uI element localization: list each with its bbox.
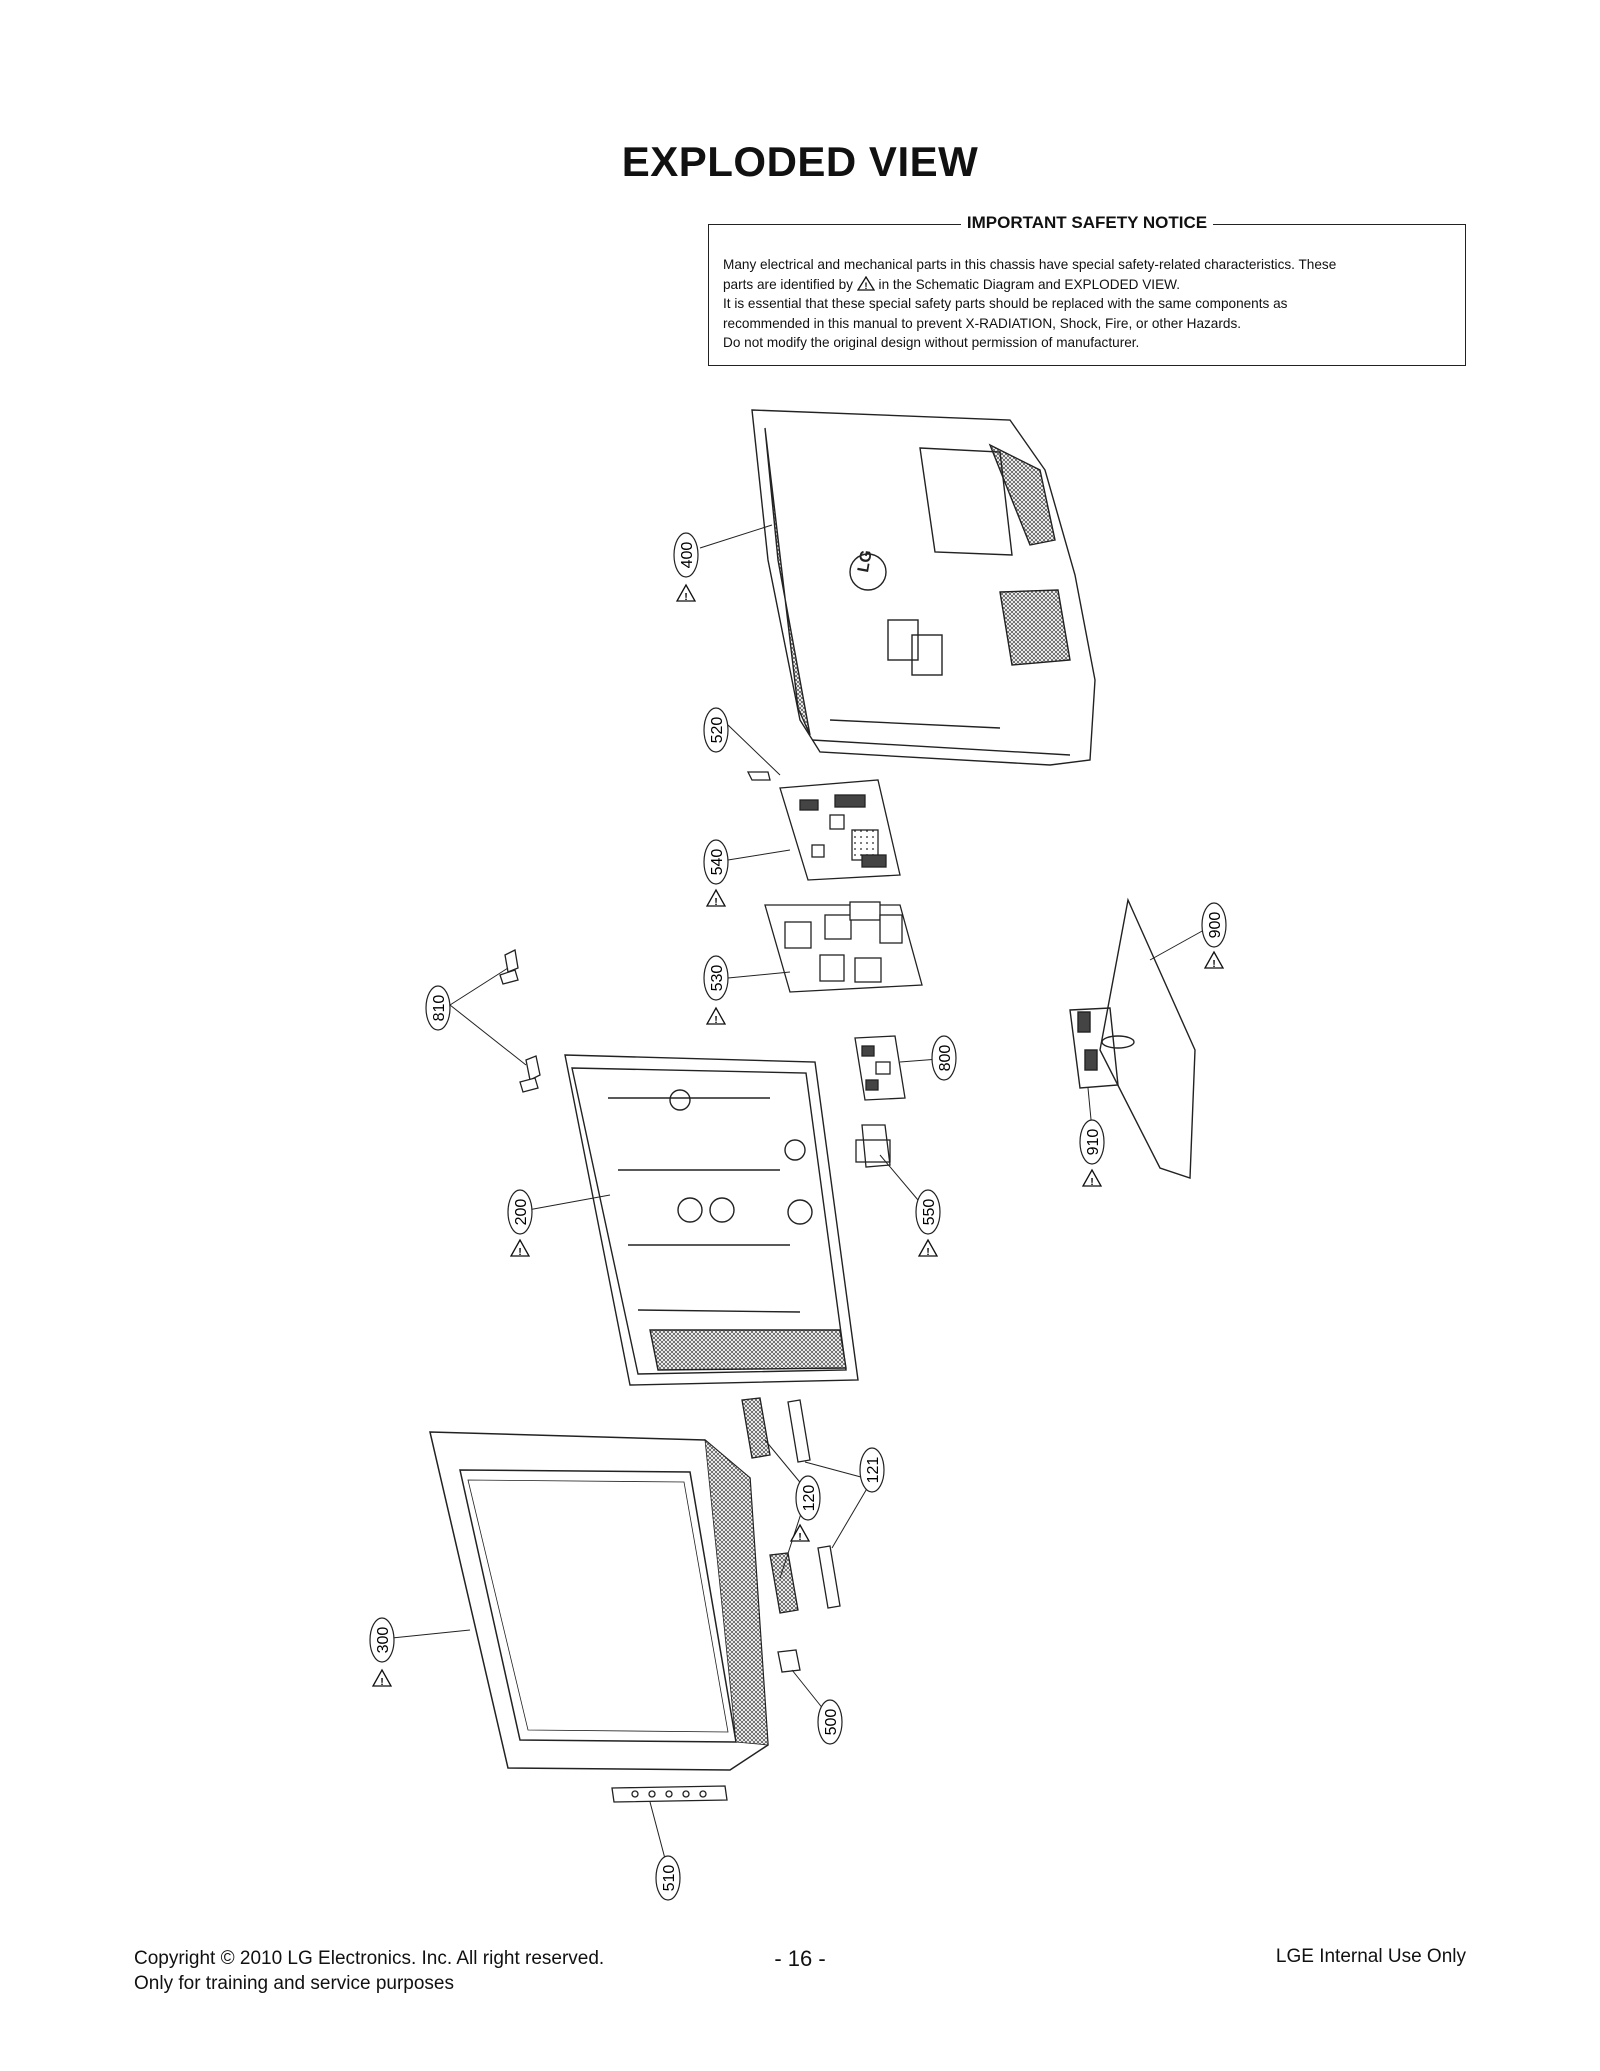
callout-120: 120 (790, 1475, 821, 1544)
callout-label: 540 (709, 849, 726, 876)
copyright-notice: Copyright © 2010 LG Electronics. Inc. Al… (134, 1946, 604, 1996)
callout-520: 520 (703, 707, 729, 753)
callout-800: 800 (931, 1035, 957, 1081)
chassis-frame-part (564, 1054, 859, 1386)
warning-triangle-icon (706, 889, 726, 909)
small-board-part-500 (777, 1649, 801, 1673)
internal-use-label: LGE Internal Use Only (1275, 1946, 1466, 1967)
notice-line: Many electrical and mechanical parts in … (723, 257, 1337, 272)
callout-200: 200 (507, 1189, 533, 1259)
callout-label: 510 (661, 1865, 678, 1892)
callout-label: 520 (709, 717, 726, 744)
warning-triangle-icon (1082, 1169, 1102, 1189)
callout-550: 550 (915, 1189, 941, 1259)
callout-900: 900 (1201, 902, 1227, 971)
callout-300: 300 (369, 1617, 395, 1689)
notice-line: parts are identified by ! in the Schemat… (723, 275, 1180, 292)
module-part-550 (855, 1124, 891, 1168)
callout-label: 800 (937, 1045, 954, 1072)
back-cover-part: LG (751, 409, 1096, 766)
svg-text:LG: LG (855, 549, 876, 574)
notice-line: It is essential that these special safet… (723, 296, 1288, 311)
speaker-part-120 (741, 1397, 799, 1614)
callout-label: 530 (709, 965, 726, 992)
safety-notice-body: Many electrical and mechanical parts in … (723, 255, 1451, 353)
pad-part-121 (787, 1399, 841, 1609)
training-line: Only for training and service purposes (134, 1973, 454, 1994)
callout-121: 121 (859, 1447, 885, 1493)
clip-part-810 (499, 949, 541, 1093)
callout-910: 910 (1079, 1119, 1105, 1189)
power-board-part (764, 901, 923, 993)
callout-540: 540 (703, 839, 729, 909)
callout-500: 500 (817, 1699, 843, 1745)
callout-label: 500 (823, 1709, 840, 1736)
callout-810: 810 (425, 985, 451, 1031)
callout-label: 121 (865, 1457, 882, 1484)
warning-triangle-icon (1204, 951, 1224, 971)
key-board-part-510 (611, 1785, 728, 1803)
copyright-line: Copyright © 2010 LG Electronics. Inc. Al… (134, 1948, 605, 1969)
warning-triangle-icon: ! (856, 275, 875, 291)
safety-notice-heading: IMPORTANT SAFETY NOTICE (709, 213, 1465, 233)
callout-530: 530 (703, 955, 729, 1027)
warning-triangle-icon (372, 1669, 392, 1689)
warning-triangle-icon (706, 1007, 726, 1027)
callout-label: 810 (431, 995, 448, 1022)
bracket-part-800 (854, 1035, 906, 1101)
callout-label: 400 (679, 542, 696, 569)
warning-triangle-icon (918, 1239, 938, 1259)
notice-line: Do not modify the original design withou… (723, 335, 1140, 350)
safety-notice-box: IMPORTANT SAFETY NOTICE Many electrical … (708, 213, 1466, 366)
warning-triangle-icon (790, 1524, 810, 1544)
callout-510: 510 (655, 1855, 681, 1901)
front-bezel-part (429, 1431, 769, 1771)
callout-label: 910 (1085, 1129, 1102, 1156)
callout-label: 300 (375, 1627, 392, 1654)
callout-label: 900 (1207, 912, 1224, 939)
svg-text:!: ! (864, 281, 867, 291)
callout-label: 120 (801, 1485, 818, 1512)
callout-400: 400 (673, 532, 699, 604)
warning-triangle-icon (676, 584, 696, 604)
warning-triangle-icon (510, 1239, 530, 1259)
callout-label: 200 (513, 1199, 530, 1226)
callout-label: 550 (921, 1199, 938, 1226)
page-number: - 16 - (774, 1946, 826, 1971)
page-title: EXPLODED VIEW (621, 138, 979, 185)
main-board-part (746, 771, 901, 881)
notice-line: recommended in this manual to prevent X-… (723, 315, 1242, 331)
stand-part (1069, 897, 1196, 1179)
